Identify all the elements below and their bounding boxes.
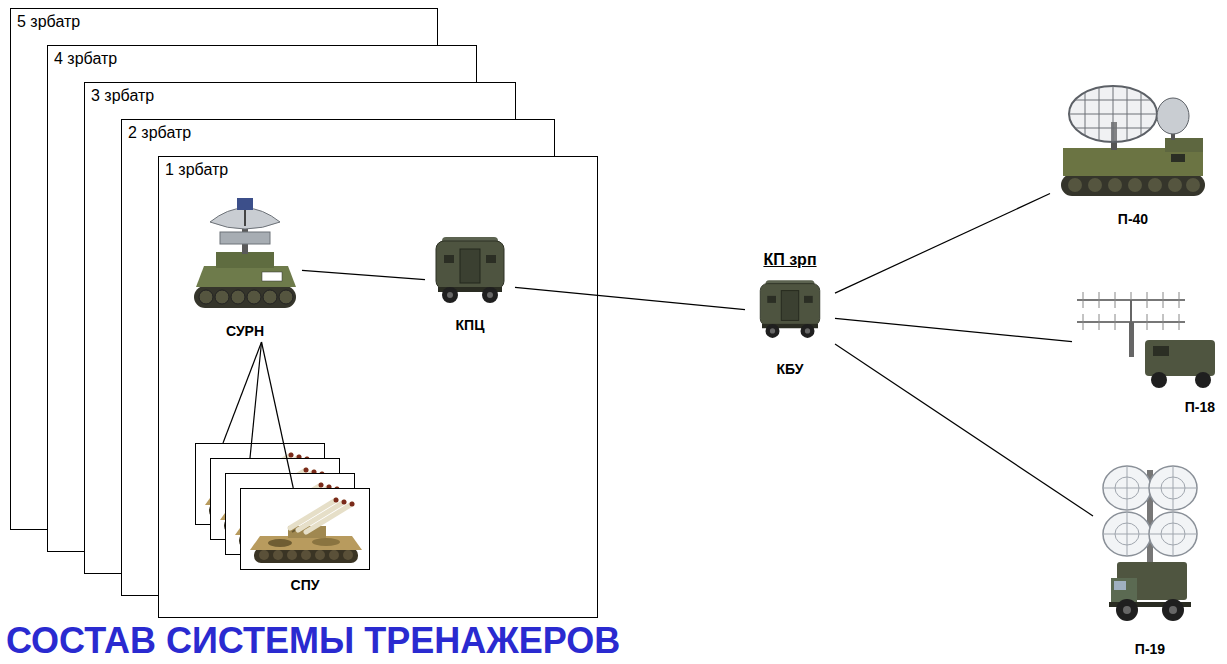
connector-line bbox=[835, 344, 1093, 516]
vehicle-picture bbox=[436, 237, 504, 303]
frame-label: 3 зрбатр bbox=[91, 86, 154, 105]
radar-station: П-40 bbox=[1050, 80, 1216, 230]
vehicle-caption: СУРН bbox=[226, 323, 264, 340]
connector-line bbox=[302, 270, 425, 279]
vehicle-picture bbox=[1077, 292, 1215, 388]
vehicle-picture bbox=[1075, 282, 1220, 390]
vehicle-picture bbox=[760, 280, 820, 338]
radar-station: П-19 bbox=[1093, 448, 1207, 660]
frame-label: 1 зрбатр bbox=[165, 160, 228, 179]
frame-label: 5 зрбатр bbox=[17, 12, 80, 31]
battery-frame: 1 зрбатрСУРН КПЦ СПУ bbox=[158, 156, 598, 618]
launcher-stack: СПУ bbox=[240, 488, 370, 596]
frame-label: 2 зрбатр bbox=[128, 123, 191, 142]
connector-line bbox=[262, 342, 294, 488]
command-post: КП зрпКБУ bbox=[745, 250, 835, 378]
radar-vehicle: СУРН bbox=[188, 190, 302, 342]
radar-caption: П-19 bbox=[1135, 641, 1165, 658]
connector-group bbox=[262, 193, 1093, 516]
vehicle-picture bbox=[755, 278, 825, 340]
vehicle-picture bbox=[1095, 450, 1205, 630]
vehicle-caption: СПУ bbox=[291, 577, 320, 594]
vehicle-picture bbox=[1061, 86, 1205, 196]
vehicle-caption: КПЦ bbox=[456, 317, 485, 334]
vehicle-picture bbox=[1055, 82, 1211, 200]
radar-station: П-18 bbox=[1072, 280, 1223, 418]
connector-line bbox=[835, 193, 1050, 293]
radar-caption: П-40 bbox=[1118, 211, 1148, 228]
vehicle-picture bbox=[430, 235, 510, 305]
post-heading: КП зрп bbox=[763, 250, 816, 269]
frame-label: 4 зрбатр bbox=[54, 49, 117, 68]
vehicle-picture bbox=[196, 444, 370, 570]
vehicle-picture bbox=[194, 198, 296, 308]
fan-lines bbox=[223, 342, 262, 458]
vehicle-picture bbox=[1103, 466, 1197, 621]
vehicle-caption: КБУ bbox=[777, 361, 804, 378]
connector-line bbox=[835, 318, 1072, 341]
fan-line bbox=[250, 342, 262, 458]
connector-line bbox=[515, 287, 745, 309]
diagram-title: СОСТАВ СИСТЕМЫ ТРЕНАЖЕРОВ bbox=[6, 621, 620, 661]
command-cabin: КПЦ bbox=[425, 232, 515, 334]
radar-caption: П-18 bbox=[1185, 399, 1215, 416]
vehicle-picture bbox=[190, 192, 300, 314]
fan-line bbox=[223, 342, 262, 443]
vehicle-picture bbox=[195, 443, 370, 570]
